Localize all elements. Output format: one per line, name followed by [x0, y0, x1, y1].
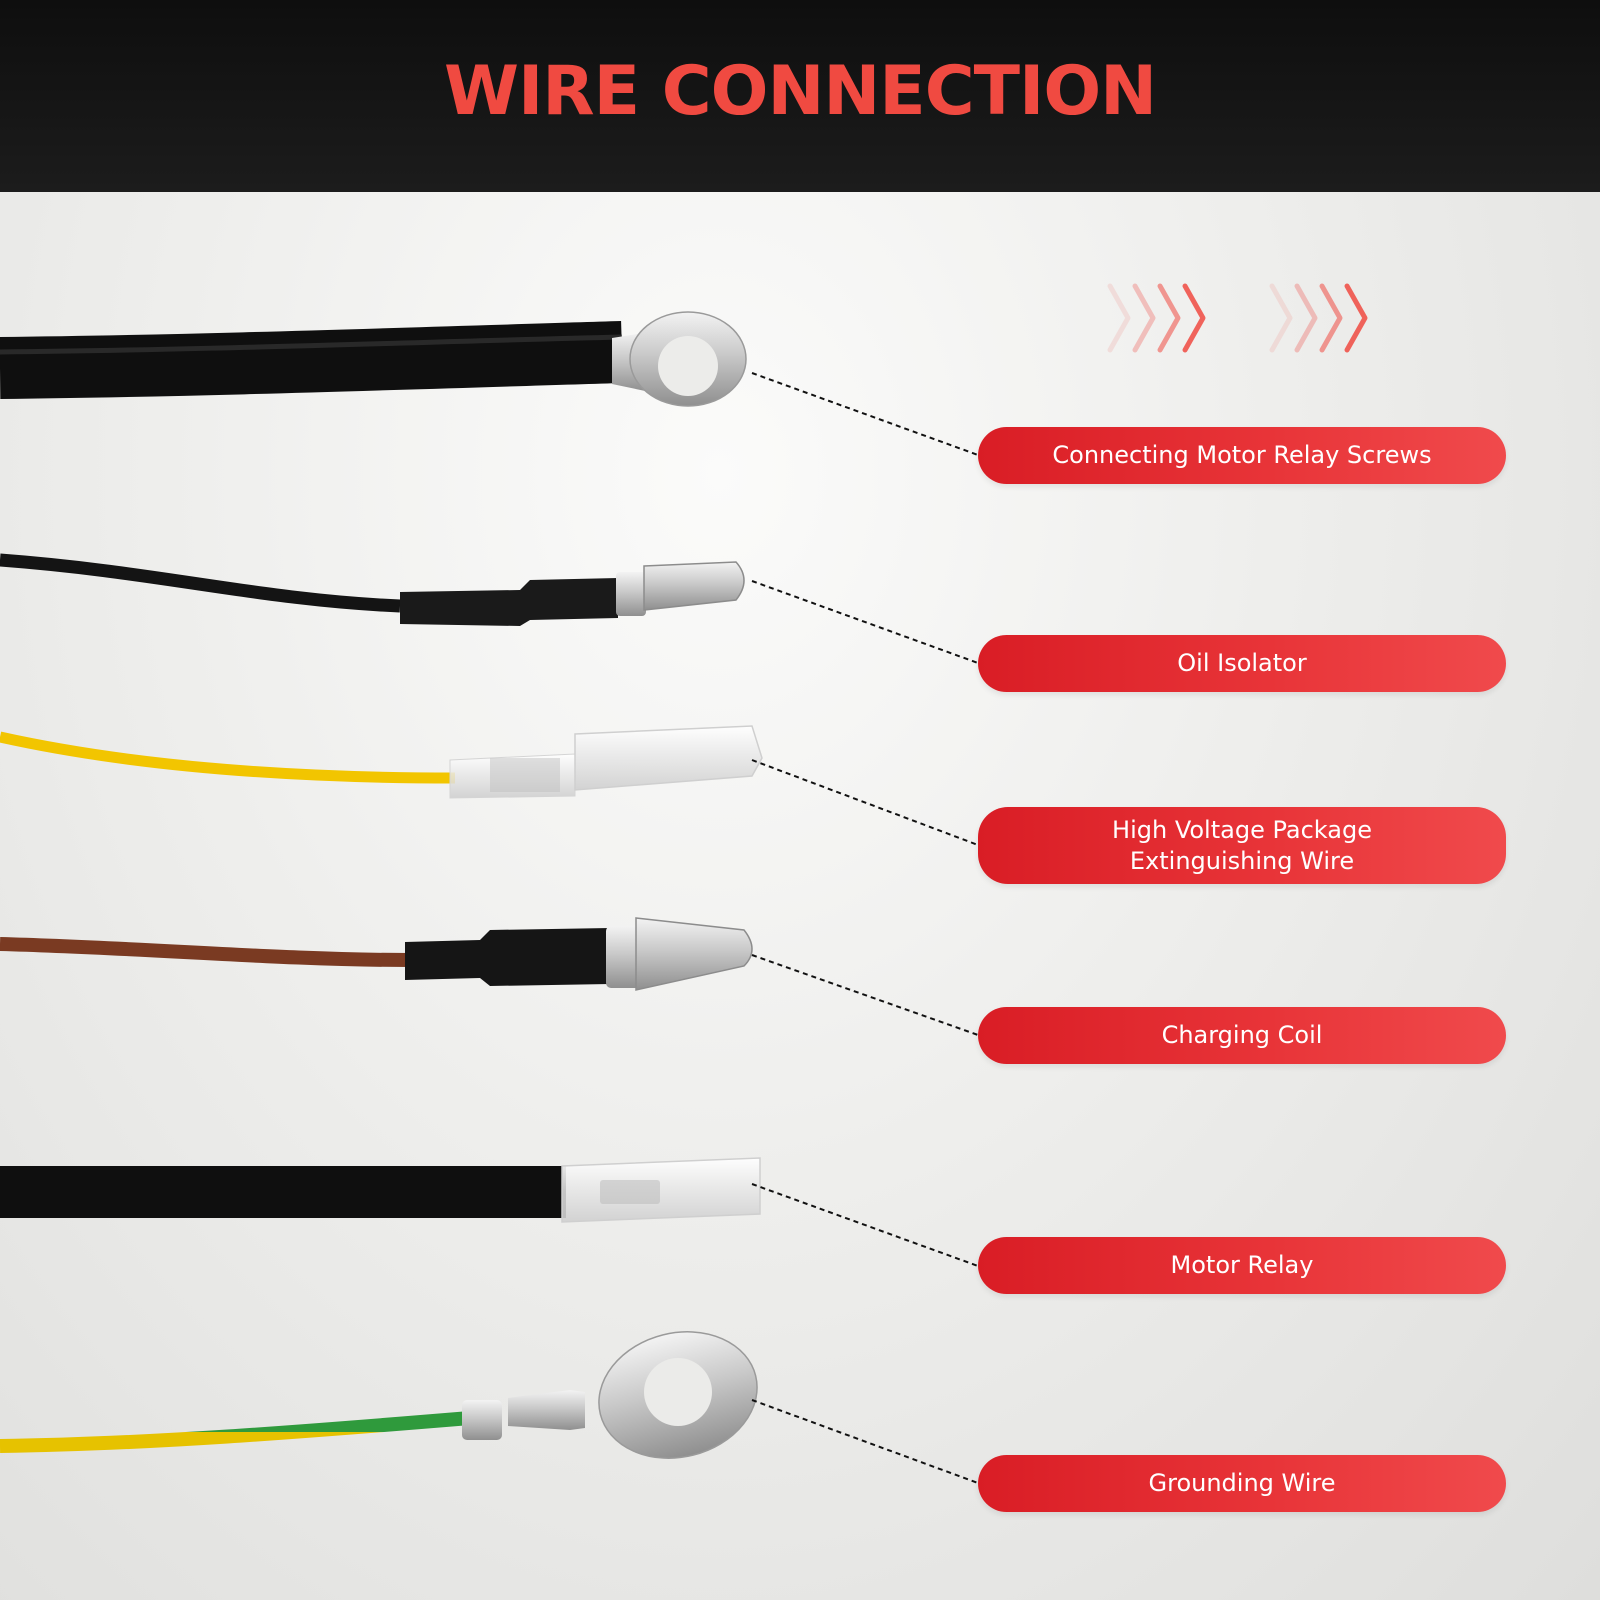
leader-line-motor-relay-screws [751, 372, 979, 456]
label-text: High Voltage Package Extinguishing Wire [1112, 815, 1372, 875]
chevron-arrows-icon [1107, 283, 1368, 353]
leader-line-hv-extinguishing [751, 759, 979, 846]
label-hv-extinguishing: High Voltage Package Extinguishing Wire [978, 807, 1506, 884]
ring-terminal-icon [612, 311, 747, 407]
wire-motor-relay-screws [0, 311, 747, 407]
label-motor-relay: Motor Relay [978, 1237, 1506, 1294]
leader-line-grounding-wire [751, 1399, 979, 1484]
insulated-spade-connector-icon [561, 1157, 761, 1223]
label-grounding-wire: Grounding Wire [978, 1455, 1506, 1512]
label-charging-coil: Charging Coil [978, 1007, 1506, 1064]
label-text: Charging Coil [1161, 1021, 1323, 1049]
leader-line-oil-isolator [751, 580, 979, 664]
page-title: WIRE CONNECTION [443, 52, 1157, 131]
wire-hv-extinguishing [0, 725, 763, 799]
ring-terminal-icon [462, 1331, 758, 1459]
wire-grounding [0, 1331, 758, 1459]
wire-motor-relay [0, 1157, 761, 1223]
label-oil-isolator: Oil Isolator [978, 635, 1506, 692]
leader-line-charging-coil [751, 954, 979, 1036]
leader-line-motor-relay [751, 1183, 979, 1267]
insulated-bullet-connector-icon [449, 725, 763, 799]
wire-charging-coil [0, 917, 753, 991]
label-text: Oil Isolator [1177, 649, 1307, 677]
label-motor-relay-screws: Connecting Motor Relay Screws [978, 427, 1506, 484]
header-banner: WIRE CONNECTION [0, 0, 1600, 192]
leader-lines [751, 372, 979, 1484]
label-text: Grounding Wire [1148, 1469, 1336, 1497]
label-text: Motor Relay [1170, 1251, 1314, 1279]
wire-diagram-stage [0, 192, 1600, 1600]
bullet-connector-icon [606, 917, 753, 991]
bullet-connector-icon [616, 561, 745, 616]
wire-diagram [0, 283, 1368, 1484]
wire-oil-isolator [0, 553, 745, 626]
label-text: Connecting Motor Relay Screws [1052, 441, 1432, 469]
